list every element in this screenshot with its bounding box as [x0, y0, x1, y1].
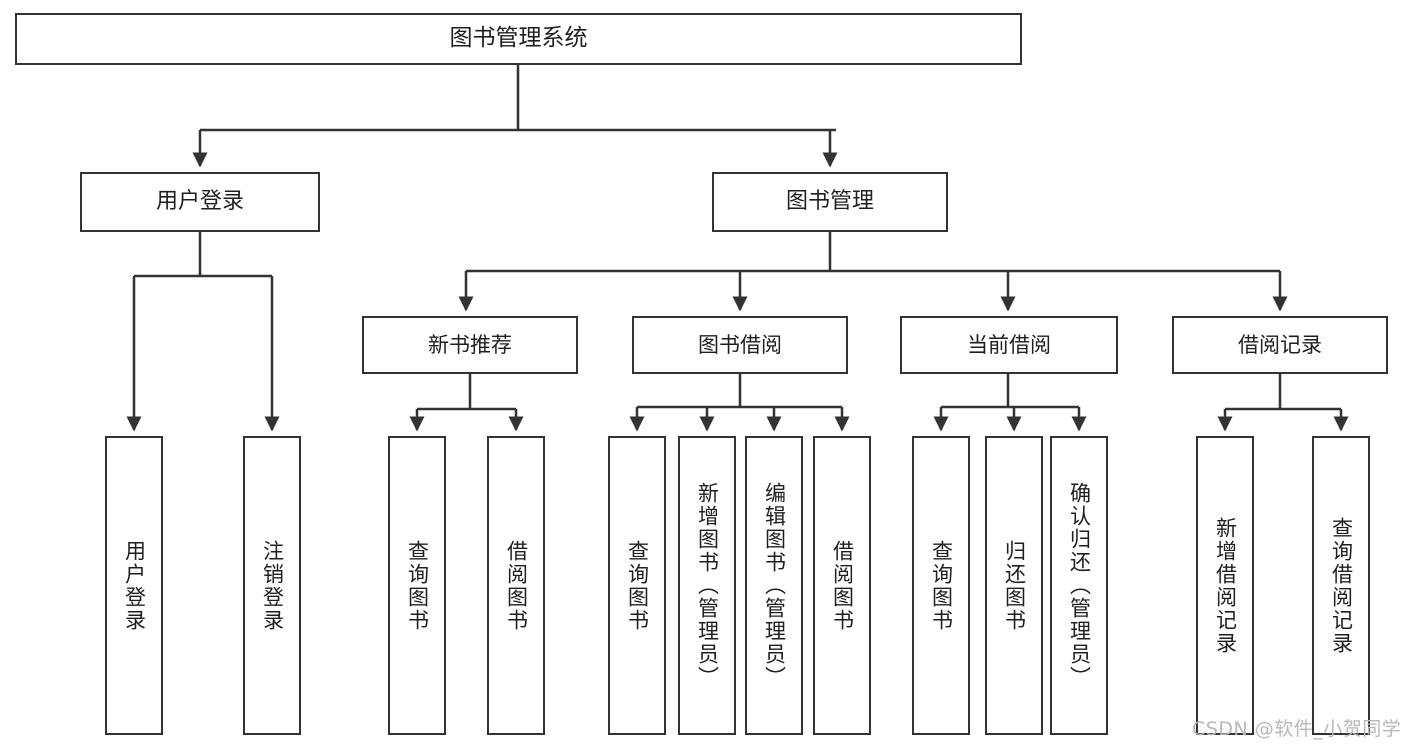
leaf-logout-login[interactable]: 注销登录: [243, 436, 301, 735]
leaf-label: 确认归还（管理员）: [1067, 482, 1092, 689]
leaf-label: 查询图书: [929, 539, 954, 632]
leaf-edit-book-admin[interactable]: 编辑图书（管理员）: [745, 436, 803, 735]
node-book-borrow[interactable]: 图书借阅: [632, 316, 848, 374]
leaf-query-book-borrow[interactable]: 查询图书: [608, 436, 666, 735]
leaf-label: 查询借阅记录: [1329, 516, 1354, 655]
leaf-query-book-current[interactable]: 查询图书: [912, 436, 970, 735]
node-current-borrow[interactable]: 当前借阅: [900, 316, 1118, 374]
leaf-label: 用户登录: [122, 539, 147, 632]
leaf-label: 借阅图书: [504, 539, 529, 632]
leaf-label: 归还图书: [1002, 539, 1027, 632]
leaf-user-login[interactable]: 用户登录: [105, 436, 163, 735]
leaf-add-borrow-record[interactable]: 新增借阅记录: [1196, 436, 1254, 735]
leaf-query-book-recommend[interactable]: 查询图书: [388, 436, 446, 735]
node-borrow-record[interactable]: 借阅记录: [1172, 316, 1388, 374]
leaf-confirm-return-admin[interactable]: 确认归还（管理员）: [1050, 436, 1108, 735]
csdn-watermark: CSDN @软件_小贺同学: [1192, 718, 1402, 740]
leaf-borrow-book-recommend[interactable]: 借阅图书: [487, 436, 545, 735]
leaf-label: 编辑图书（管理员）: [762, 482, 787, 689]
leaf-label: 查询图书: [625, 539, 650, 632]
leaf-label: 新增借阅记录: [1213, 516, 1238, 655]
leaf-label: 注销登录: [260, 539, 285, 632]
leaf-label: 查询图书: [405, 539, 430, 632]
node-root[interactable]: 图书管理系统: [15, 13, 1022, 65]
leaf-add-book-admin[interactable]: 新增图书（管理员）: [678, 436, 736, 735]
node-user-login[interactable]: 用户登录: [80, 172, 320, 232]
node-new-book-recommend[interactable]: 新书推荐: [362, 316, 578, 374]
leaf-query-borrow-record[interactable]: 查询借阅记录: [1312, 436, 1370, 735]
leaf-label: 新增图书（管理员）: [695, 482, 720, 689]
leaf-return-book[interactable]: 归还图书: [985, 436, 1043, 735]
leaf-borrow-book[interactable]: 借阅图书: [813, 436, 871, 735]
node-book-manage[interactable]: 图书管理: [712, 172, 948, 232]
leaf-label: 借阅图书: [830, 539, 855, 632]
